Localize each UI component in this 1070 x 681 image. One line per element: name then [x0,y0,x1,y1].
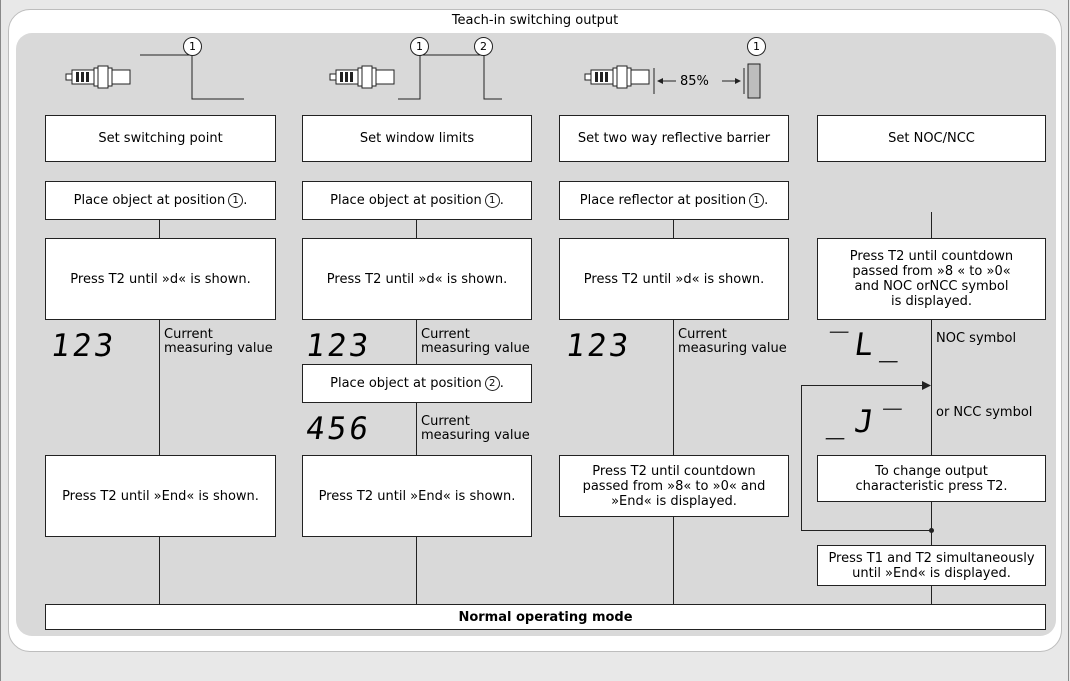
loop-arrow-head [922,381,931,390]
display-label-col2-line1: Current [421,327,470,342]
step-press-t2-d-col1: Press T2 until »d« is shown. [45,238,276,320]
step-text: Place reflector at position [579,193,747,208]
connector-col3 [673,212,674,605]
window-signal-col2 [398,54,502,100]
display-value-col2: 123 [303,328,374,364]
switch-signal-col1 [140,54,244,100]
connector-col2 [416,212,417,605]
step-change-output-col4: To change output characteristic press T2… [817,455,1046,502]
display-value-2-col2: 456 [303,411,374,447]
step-line2: until »End« is displayed. [852,565,1011,581]
step-press-t1-t2-end-col4: Press T1 and T2 simultaneously until »En… [817,545,1046,586]
position-marker-inline: 1 [484,193,500,208]
ncc-symbol-display: _J‾ [825,404,911,440]
step-line2: characteristic press T2. [855,478,1008,494]
header-set-switching-point: Set switching point [45,115,276,162]
step-line1: To change output [875,463,988,479]
step-line4: is displayed. [890,294,973,309]
display-label-col1-line2: measuring value [164,341,273,356]
step-line1: Press T2 until countdown [592,463,756,479]
step-countdown-end-col3: Press T2 until countdown passed from »8«… [559,455,789,517]
loop-line-bottom [801,530,932,531]
position-marker-2: 2 [474,37,493,56]
step-suffix: . [764,193,769,208]
display-label-col3-line2: measuring value [678,341,787,356]
step-text: Place object at position [73,193,226,208]
footer-normal-operating-mode: Normal operating mode [45,604,1046,630]
sensor-icon-col3 [584,65,650,89]
loop-junction-dot [929,528,934,533]
step-line3: and NOC orNCC symbol [854,279,1009,294]
position-marker-inline: 1 [749,193,765,208]
step-suffix: . [499,376,504,391]
loop-line-top [801,385,925,386]
sensor-icon-col2 [329,65,395,89]
position-marker-1: 1 [410,37,429,56]
sensor-icon-col1 [65,65,131,89]
ncc-symbol-label: or NCC symbol [936,405,1033,420]
loop-line-left [801,385,802,531]
step-press-t2-end-col2: Press T2 until »End« is shown. [302,455,532,537]
distance-label: 85% [680,74,709,89]
display-label-col1-line1: Current [164,327,213,342]
header-set-two-way-reflective-barrier: Set two way reflective barrier [559,115,789,162]
step-press-t2-end-col1: Press T2 until »End« is shown. [45,455,276,537]
noc-symbol-display: ‾L_ [825,327,911,363]
position-marker-inline: 1 [228,193,244,208]
step-countdown-symbol-col4: Press T2 until countdown passed from »8 … [817,238,1046,320]
step-suffix: . [499,193,504,208]
diagram-title: Teach-in switching output [451,13,619,28]
distance-arrow-col3 [653,63,761,99]
step-text: Place object at position [330,193,482,208]
connector-col4 [931,212,932,605]
step-line2: passed from »8« to »0« and [582,478,766,494]
display2-label-col2-line1: Current [421,414,470,429]
position-marker-1: 1 [183,37,202,56]
step-suffix: . [243,193,248,208]
header-set-window-limits: Set window limits [302,115,532,162]
step-text: Place object at position [330,376,482,391]
step-press-t2-d-col2: Press T2 until »d« is shown. [302,238,532,320]
noc-symbol-label: NOC symbol [936,331,1017,346]
connector-col1 [159,212,160,605]
display-value-col3: 123 [563,328,634,364]
step-line1: Press T1 and T2 simultaneously [828,550,1035,566]
display-label-col2-line2: measuring value [421,341,530,356]
header-set-noc-ncc: Set NOC/NCC [817,115,1046,162]
position-marker-inline: 2 [484,376,500,391]
step-line1: Press T2 until countdown [849,249,1014,264]
step-line3: »End« is displayed. [611,493,737,509]
step-line2: passed from »8 « to »0« [852,264,1011,279]
display-value-col1: 123 [48,328,119,364]
step-press-t2-d-col3: Press T2 until »d« is shown. [559,238,789,320]
display2-label-col2-line2: measuring value [421,428,530,443]
display-label-col3-line1: Current [678,327,727,342]
position-marker-1: 1 [747,37,766,56]
